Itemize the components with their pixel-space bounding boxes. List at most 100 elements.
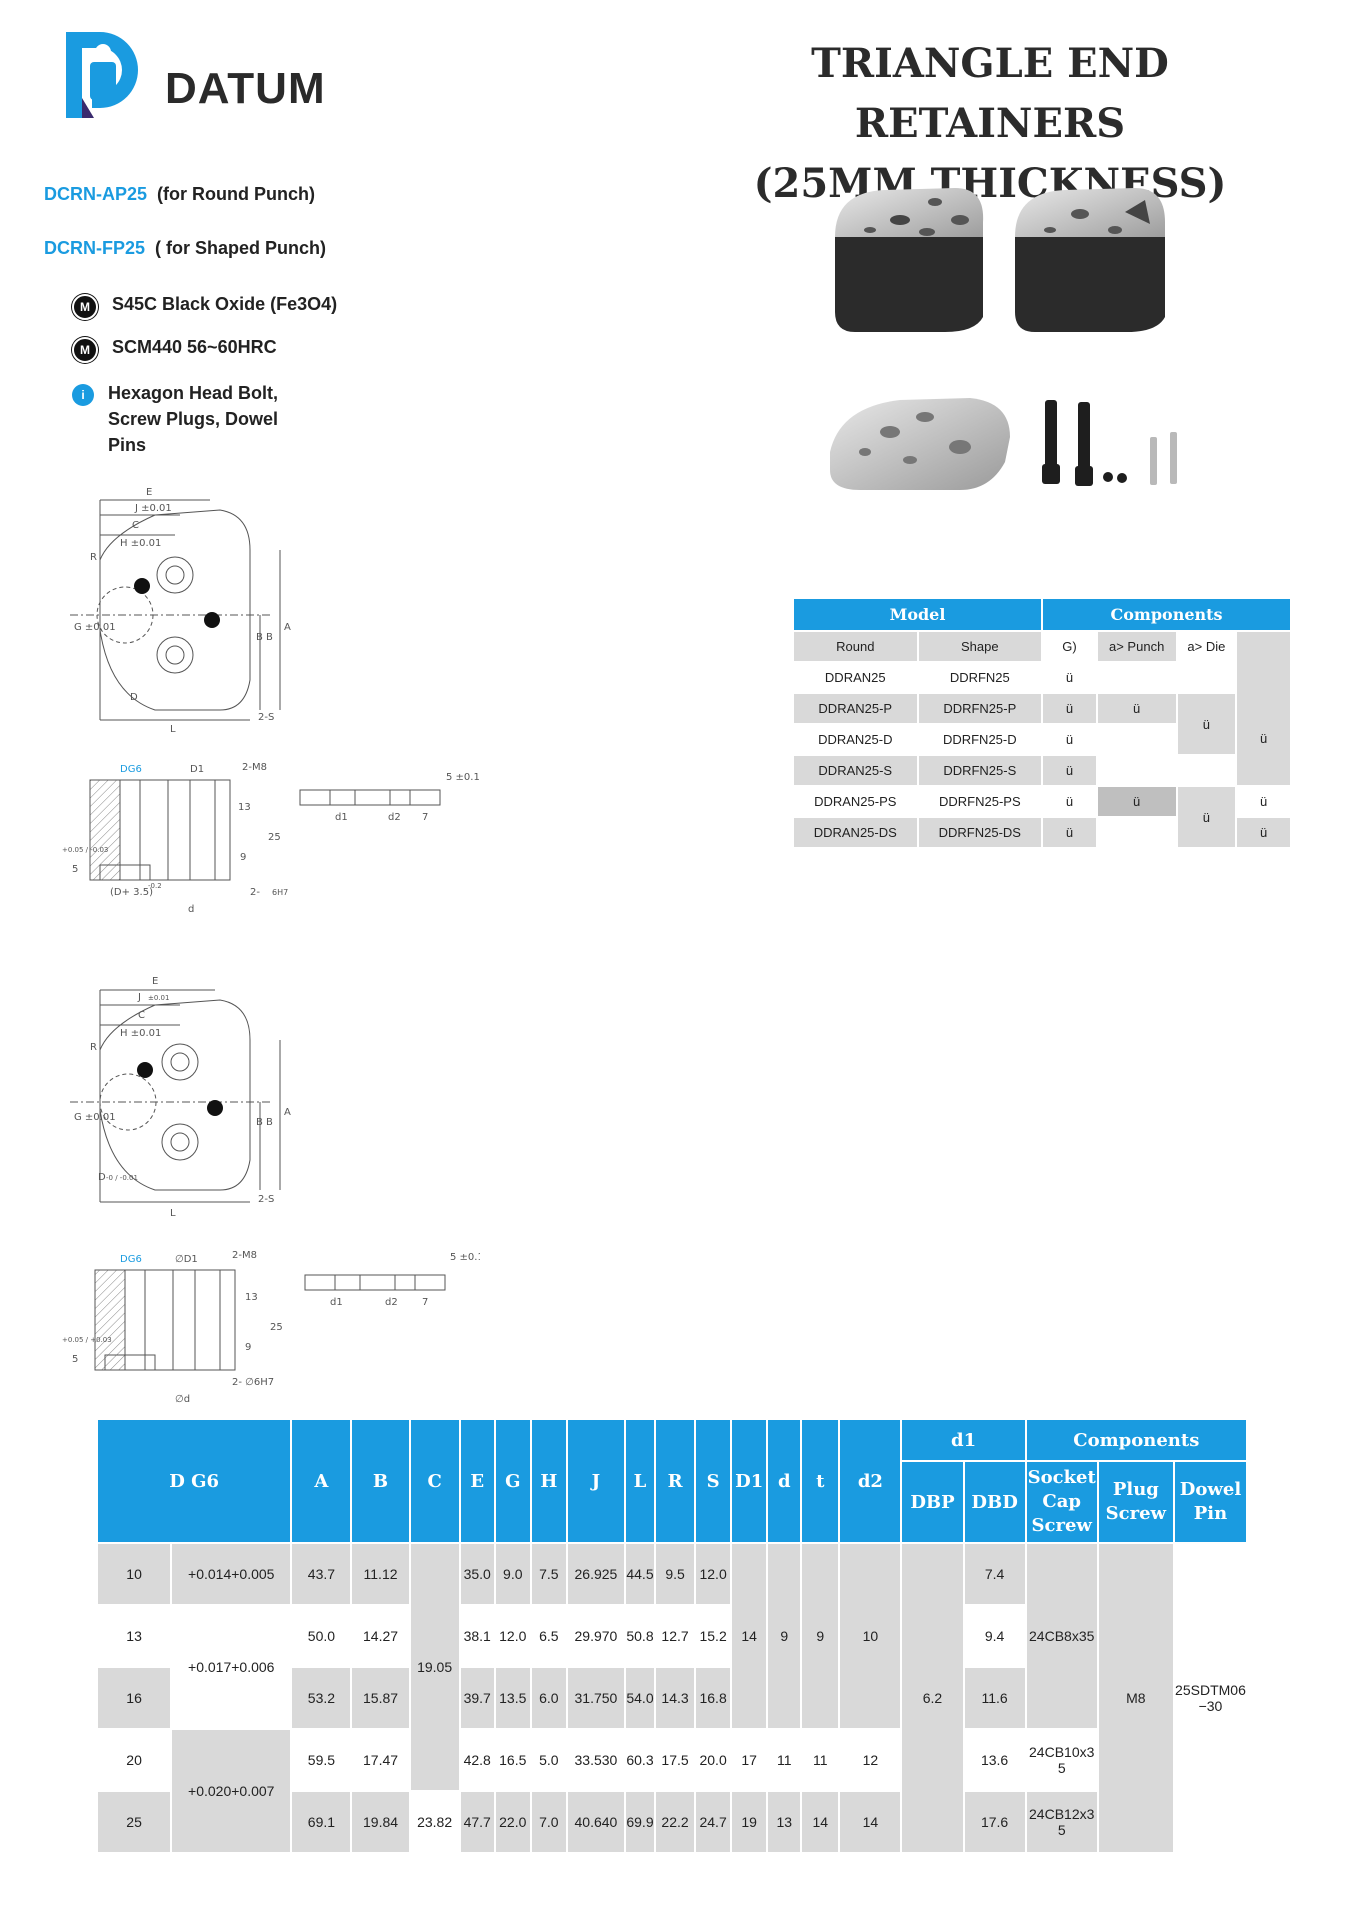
header-DBP: DBP [900,1460,965,1544]
spec-hardness: M SCM440 56~60HRC [72,337,277,363]
table-cell: 22.2 [654,1790,697,1854]
header-dg6: D G6 [95,1418,293,1544]
dim-9: 9 [240,852,246,863]
brand-name: DATUM [165,64,326,113]
table-cell: 14 [730,1542,769,1730]
table-cell: 14 [800,1790,841,1854]
dim-A: A [284,622,291,633]
table-cell: 44.5 [623,1542,657,1606]
header-S: S [694,1418,733,1544]
dim-E: E [152,976,158,987]
table-cell: 11.6 [962,1666,1027,1730]
table-cell: DDRFN25 [916,661,1044,694]
table-cell: DDRAN25-D [792,723,919,756]
retainer-kit-photo [830,398,1177,490]
table-cell [1095,754,1178,787]
table-cell: 15.87 [350,1666,411,1730]
table-cell: 17.6 [962,1790,1027,1854]
dim-J: J [137,992,141,1003]
dim-B: B B [256,632,273,643]
dim-E: E [146,487,152,498]
table-row: DDRAN25-PS DDRFN25-PS ü ü ü ü [792,785,1292,849]
table-row: DDRAN25-P DDRFN25-P ü ü ü [792,692,1291,756]
dim-L: L [170,724,176,735]
table-cell: 40.640 [565,1790,626,1854]
dim-5-tol: +0.05 / -0.03 [62,846,108,854]
material-icon: M [72,294,98,320]
table-cell: 20 [95,1728,173,1792]
table-cell: ü [1095,785,1178,818]
header-L: L [623,1418,657,1544]
table-cell: 38.1 [458,1604,496,1668]
table-cell: 23.82 [408,1790,461,1854]
dimension-table: D G6 A B C E G H J L R S D1 d t d2 d1 Co… [95,1418,1249,1854]
table-cell: 11.12 [350,1542,411,1606]
table-row: DDRAN25-D DDRFN25-D ü [792,723,1291,756]
table-cell: ü [1175,692,1238,756]
subheader-round: Round [792,630,919,663]
table-cell: DDRFN25-PS [916,785,1044,818]
dim-5: 5 [72,1354,78,1365]
header-d1-group: d1 [900,1418,1027,1462]
model-round: DCRN-AP25 (for Round Punch) [44,184,315,205]
table-cell: 6.5 [529,1604,568,1668]
dim-d2: d2 [388,812,401,823]
header-C: C [408,1418,461,1544]
dim-13: 13 [238,802,251,813]
technical-drawing-2: E J ±0.01 C H ±0.01 G ±0.01 R B B A L 2-… [62,976,480,1405]
table-cell: 14.27 [350,1604,411,1668]
material-icon: M [72,337,98,363]
header-t: t [800,1418,841,1544]
model-desc: (for Round Punch) [157,184,315,204]
table-row: DDRAN25-S DDRFN25-S ü [792,754,1291,787]
header-D1: D1 [730,1418,769,1544]
dim-d2: d2 [385,1297,398,1308]
table-cell: 35.0 [458,1542,496,1606]
dim-H: H ±0.01 [120,538,161,549]
table-cell: 12.0 [694,1542,733,1606]
table-cell: 54.0 [623,1666,657,1730]
table-cell: 19 [730,1790,769,1854]
table-cell: 17 [730,1728,769,1792]
technical-drawing-1: E J ±0.01 C H ±0.01 G ±0.01 R B B A L 2-… [62,487,480,915]
table-cell [1095,816,1178,849]
table-cell: 31.750 [565,1666,626,1730]
dim-D: D [98,1172,106,1183]
header-components: Components [1041,597,1292,632]
dim-G: G ±0.01 [74,1112,116,1123]
dim-J: J ±0.01 [134,503,172,514]
table-cell: 5.0 [529,1728,568,1792]
dim-D1: ∅D1 [175,1254,198,1265]
table-cell: 13.5 [493,1666,532,1730]
model-shaped: DCRN-FP25( for Shaped Punch) [44,238,326,259]
table-cell: 19.84 [350,1790,411,1854]
subheader-shape: Shape [916,630,1044,663]
table-cell: DDRAN25 [792,661,919,694]
model-code: DCRN-AP25 [44,184,148,204]
table-cell: ü [1235,816,1292,849]
table-cell: ü [1041,816,1098,849]
table-row: 20 +0.020+0.007 59.5 17.47 42.8 16.5 5.0… [95,1728,1247,1854]
table-cell: 22.0 [493,1790,532,1854]
dim-D-tol: -0.2 [148,882,162,890]
table-cell: 7.4 [962,1542,1027,1606]
dim-25: 25 [270,1322,283,1333]
table-cell: 33.530 [565,1728,626,1792]
table-cell: 24CB8x35 [1024,1542,1099,1730]
header-d: d [766,1418,803,1544]
table-cell: 24CB12x3 5 [1024,1790,1099,1854]
table-cell: ü [1235,630,1292,787]
dim-t: 5 ±0.1 [450,1252,480,1263]
header-DBD: DBD [962,1460,1027,1544]
table-cell: ü [1041,723,1098,756]
table-cell: 29.970 [565,1604,626,1668]
table-row: 10 +0.014+0.005 43.7 11.12 19.05 35.0 9.… [95,1542,1249,1854]
dim-R: R [90,1042,97,1053]
header-socket-cap-screw: Socket Cap Screw [1024,1460,1099,1544]
dim-7: 7 [422,812,428,823]
table-cell: 13.6 [962,1728,1027,1792]
table-cell: ü [1041,754,1098,787]
dim-d1: d1 [330,1297,343,1308]
table-cell: 11 [800,1728,841,1792]
model-code: DCRN-FP25 [44,238,146,258]
